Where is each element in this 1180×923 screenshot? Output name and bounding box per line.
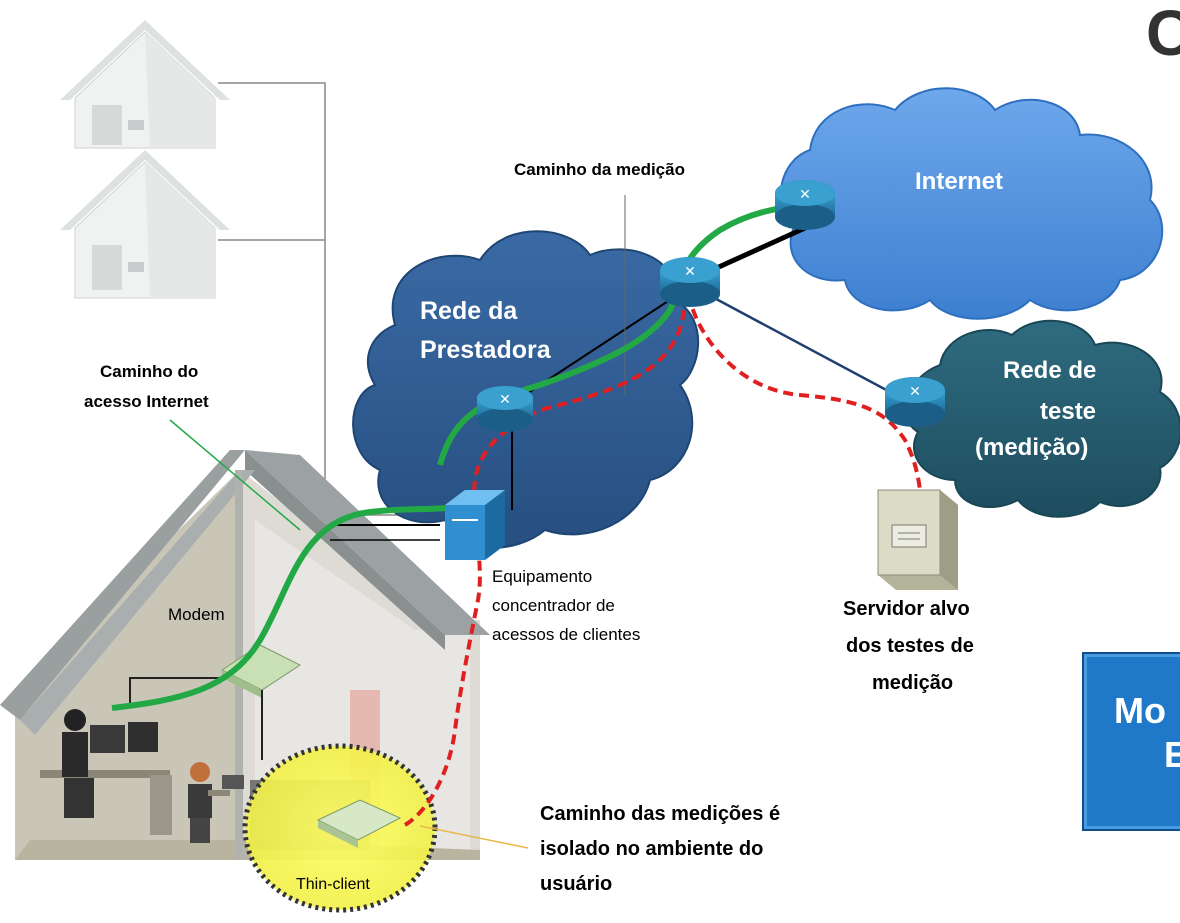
- label-internet-access-path-line2: acesso Internet: [84, 392, 209, 411]
- label-server-line3: medição: [872, 672, 954, 694]
- thin-client-area: [242, 743, 438, 913]
- label-internet: Internet: [915, 168, 1004, 195]
- label-isolated-path-line3: usuário: [540, 873, 613, 895]
- slide-title-fragment: C: [1146, 0, 1180, 69]
- house-small-1: [60, 20, 230, 149]
- label-concentrator-line1: Equipamento: [492, 567, 593, 586]
- pointer-thin-client-label: [419, 825, 529, 849]
- label-internet-access-path-line1: Caminho do: [100, 362, 199, 381]
- label-thin-client: Thin-client: [296, 876, 370, 893]
- router-internet: ✕: [775, 180, 835, 230]
- house-small-2: [60, 150, 230, 299]
- label-isolated-path-line1: Caminho das medições é: [540, 803, 781, 825]
- access-concentrator-icon: [445, 490, 505, 560]
- label-server-line2: dos testes de: [846, 635, 974, 657]
- svg-text:✕: ✕: [799, 187, 811, 203]
- server-icon: [877, 489, 958, 590]
- svg-text:✕: ✕: [499, 392, 511, 408]
- pointer-access-label: [169, 419, 301, 531]
- side-callout-box: Mo E: [1082, 652, 1180, 831]
- red-measurement-path: [403, 297, 922, 827]
- cloud-internet: [779, 87, 1164, 320]
- svg-text:✕: ✕: [684, 264, 696, 280]
- svg-text:✕: ✕: [909, 384, 921, 400]
- label-server-line1: Servidor alvo: [843, 598, 970, 620]
- side-callout-line2: E: [1164, 734, 1180, 776]
- label-measurement-path: Caminho da medição: [514, 160, 685, 179]
- router-test: ✕: [885, 377, 945, 427]
- label-modem: Modem: [168, 605, 225, 624]
- label-test-network-line3: (medição): [975, 434, 1089, 461]
- cloud-test-network: [904, 319, 1180, 518]
- label-test-network-line1: Rede de: [1003, 357, 1097, 384]
- label-isolated-path-line2: isolado no ambiente do: [540, 838, 764, 860]
- router-core: ✕: [660, 257, 720, 307]
- router-provider: ✕: [477, 386, 533, 432]
- label-concentrator-line2: concentrador de: [492, 596, 615, 615]
- label-test-network-line2: teste: [1040, 398, 1097, 425]
- label-concentrator-line3: acessos de clientes: [492, 625, 641, 644]
- label-provider-network-line2: Prestadora: [420, 336, 551, 364]
- side-callout-line1: Mo: [1114, 690, 1166, 731]
- green-internet-path: [111, 505, 446, 711]
- label-provider-network-line1: Rede da: [420, 297, 518, 325]
